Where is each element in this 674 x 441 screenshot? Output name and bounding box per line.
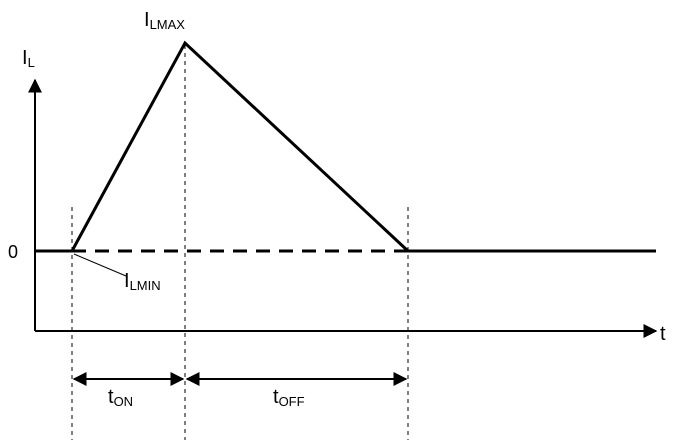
t-off-label: tOFF xyxy=(273,386,305,409)
min-leader-line xyxy=(73,253,127,277)
peak-label: ILMAX xyxy=(144,9,185,32)
y-axis-label: IL xyxy=(22,47,35,70)
t-on-label: tON xyxy=(108,386,133,409)
zero-label: 0 xyxy=(8,242,18,262)
x-axis-label: t xyxy=(660,323,666,345)
inductor-current-waveform xyxy=(70,40,410,253)
min-label: ILMIN xyxy=(124,270,161,293)
